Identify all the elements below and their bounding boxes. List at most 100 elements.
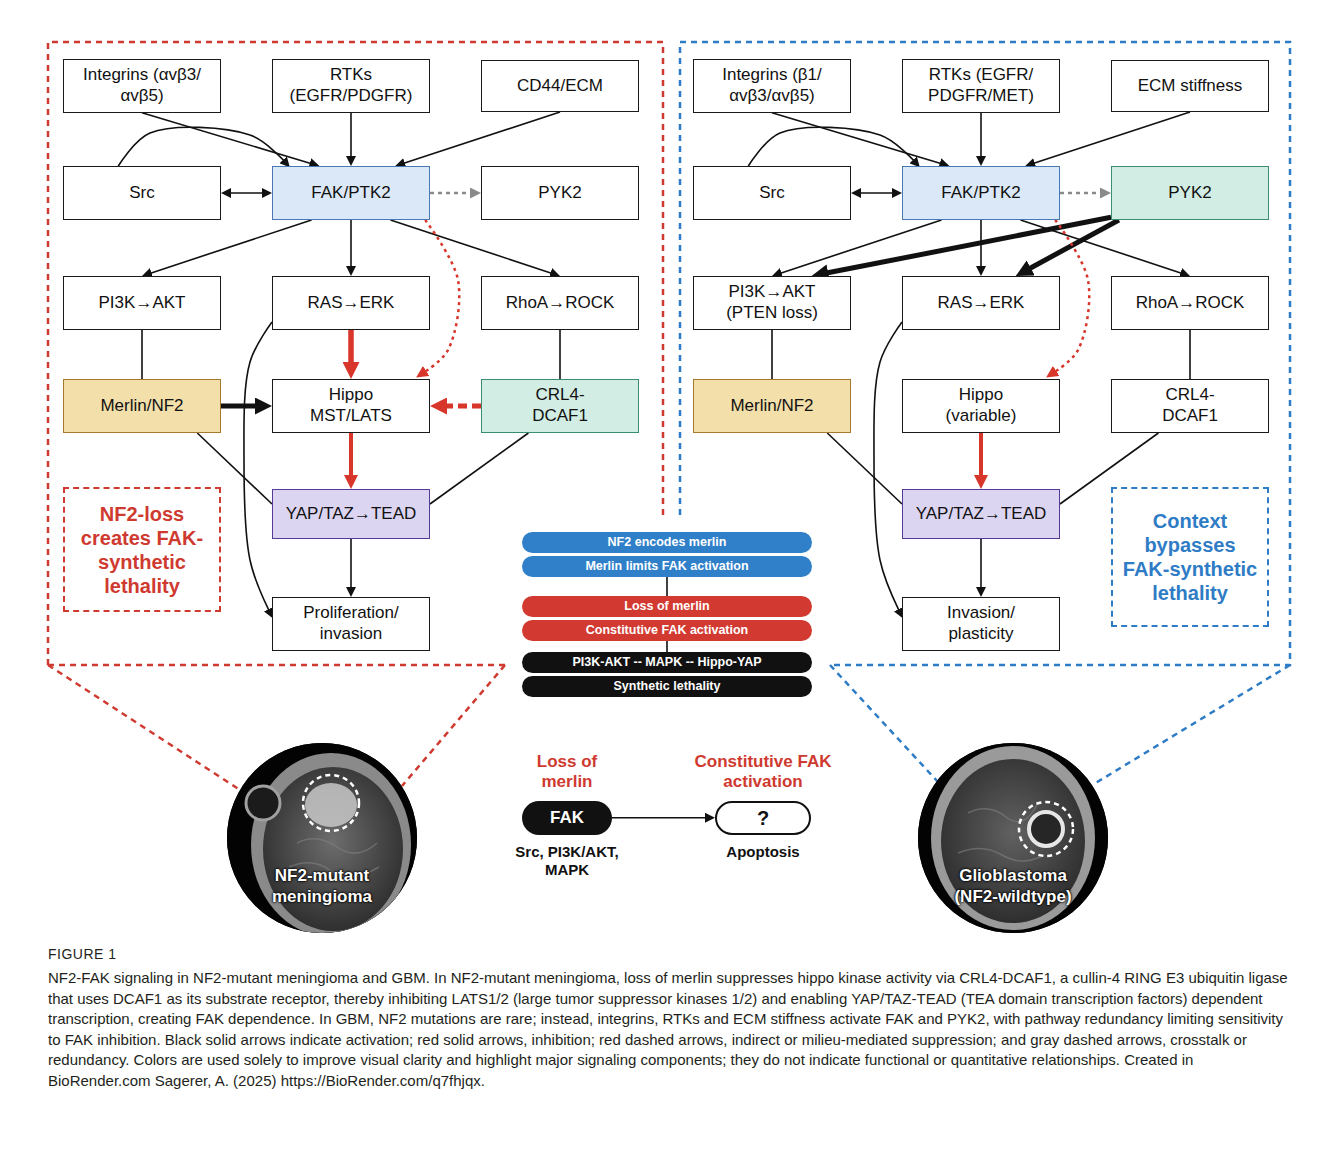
node-label: NF2 encodes merlin — [608, 534, 727, 551]
summary-pill: Constitutive FAK activation — [522, 620, 812, 641]
signal-box: PI3K→AKT — [63, 276, 221, 330]
summary-pill: Loss of merlin — [522, 596, 812, 617]
node-label: PI3K→AKT (PTEN loss) — [702, 282, 842, 323]
graphic-ellipse — [931, 746, 1095, 930]
node-label: NF2-mutant meningioma — [247, 865, 397, 908]
graphic-ellipse — [263, 767, 403, 931]
node-label: Hippo (variable) — [931, 385, 1031, 426]
graphic-rect — [918, 743, 1108, 933]
connector — [230, 192, 263, 194]
fak-box: FAK/PTK2 — [272, 166, 430, 220]
connector — [404, 112, 560, 163]
connector — [142, 113, 311, 164]
outcome-pill-group: Constitutive FAK activation?Apoptosis — [683, 752, 843, 861]
zoom-leader — [402, 665, 505, 786]
connector — [827, 433, 902, 504]
summary-pill: NF2 encodes merlin — [522, 532, 812, 553]
signal-box: RTKs (EGFR/PDGFR) — [272, 59, 430, 112]
node-label: Src, PI3K/AKT, MAPK — [502, 843, 632, 879]
node-label: PI3K→AKT — [99, 293, 186, 314]
signal-box: Proliferation/ invasion — [272, 597, 430, 651]
graphic-circle — [1029, 812, 1063, 846]
connector — [980, 539, 982, 588]
connector — [980, 220, 982, 267]
connector — [141, 330, 143, 379]
connector — [350, 539, 352, 588]
signal-box: Integrins (αvβ3/αvβ5) — [63, 59, 221, 112]
figure-caption: NF2-FAK signaling in NF2-mutant meningio… — [48, 968, 1288, 1091]
node-label: Glioblastoma (NF2-wildtype) — [938, 865, 1088, 908]
ligase-box: PYK2 — [1111, 166, 1269, 220]
zoom-leader — [1094, 665, 1290, 784]
yap-box: YAP/TAZ→TEAD — [272, 489, 430, 539]
connector — [350, 113, 352, 157]
connector — [1055, 220, 1089, 372]
node-label: PI3K-AKT -- MAPK -- Hippo-YAP — [572, 654, 761, 671]
connector — [244, 322, 272, 610]
node-label: NF2-loss creates FAK-synthetic lethality — [73, 502, 211, 598]
merlin-box: Merlin/NF2 — [693, 379, 851, 433]
signal-box: CRL4-DCAF1 — [1111, 379, 1269, 433]
node-label: CRL4-DCAF1 — [1155, 385, 1225, 426]
node-label: Apoptosis — [726, 843, 799, 861]
connector — [348, 330, 354, 364]
node-label: Loss of merlin — [624, 598, 709, 615]
node-label: FAK/PTK2 — [941, 183, 1020, 204]
node-label: Hippo MST/LATS — [301, 385, 401, 426]
node-label: Merlin/NF2 — [730, 396, 813, 417]
signal-box: Hippo (variable) — [902, 379, 1060, 433]
node-label: Context bypasses FAK-synthetic lethality — [1121, 509, 1259, 605]
node-label: Constitutive FAK activation — [586, 622, 749, 639]
connector — [1034, 112, 1190, 163]
graphic-circle — [303, 775, 359, 831]
connector — [1189, 330, 1191, 379]
graphic-circle — [1019, 802, 1073, 856]
connector — [612, 817, 706, 819]
node-label: CRL4-DCAF1 — [525, 385, 595, 426]
node-label: YAP/TAZ→TEAD — [286, 504, 417, 525]
mri-circle: NF2-mutant meningioma — [227, 743, 417, 933]
connectors — [118, 112, 1190, 818]
connector — [827, 217, 1111, 273]
connector — [151, 220, 312, 273]
figure-label-block: FIGURE 1 — [48, 946, 117, 962]
graphic-circle — [246, 786, 280, 820]
node-label: Src — [129, 183, 155, 204]
signal-box: RTKs (EGFR/ PDGFR/MET) — [902, 59, 1060, 112]
connector — [221, 404, 257, 409]
connector — [979, 433, 983, 476]
connector — [425, 220, 459, 372]
node-label: Merlin/NF2 — [100, 396, 183, 417]
signal-box: RhoA→ROCK — [481, 276, 639, 330]
mri-circle: Glioblastoma (NF2-wildtype) — [918, 743, 1108, 933]
caption-block: NF2-FAK signaling in NF2-mutant meningio… — [48, 968, 1288, 1091]
node-label: RTKs (EGFR/PDGFR) — [281, 65, 421, 106]
connector — [118, 127, 283, 166]
connector — [350, 220, 352, 267]
node-label: RhoA→ROCK — [506, 293, 615, 314]
node-label: ECM stiffness — [1138, 76, 1243, 97]
summary-pill: PI3K-AKT -- MAPK -- Hippo-YAP — [522, 652, 812, 673]
connector — [391, 220, 552, 273]
connector — [874, 322, 902, 610]
connector — [430, 192, 471, 195]
node-label: RAS→ERK — [308, 293, 395, 314]
panel-outline — [48, 664, 505, 667]
node-label: RAS→ERK — [938, 293, 1025, 314]
graphic-ellipse — [305, 783, 357, 827]
ligase-box: CRL4-DCAF1 — [481, 379, 639, 433]
node-label: Integrins (β1/αvβ3/αvβ5) — [702, 65, 842, 106]
node-label: Synthetic lethality — [614, 678, 721, 695]
yap-box: YAP/TAZ→TEAD — [902, 489, 1060, 539]
node-label: Src — [759, 183, 785, 204]
node-label: Proliferation/ invasion — [281, 603, 421, 644]
graphic-ellipse — [251, 753, 411, 933]
node-label: PYK2 — [538, 183, 581, 204]
connector — [1029, 220, 1119, 269]
connector — [666, 641, 668, 652]
conclusion-box: NF2-loss creates FAK-synthetic lethality — [63, 487, 221, 612]
signal-box: Src — [63, 166, 221, 220]
node-label: CD44/ECM — [517, 76, 603, 97]
connector — [860, 192, 893, 194]
